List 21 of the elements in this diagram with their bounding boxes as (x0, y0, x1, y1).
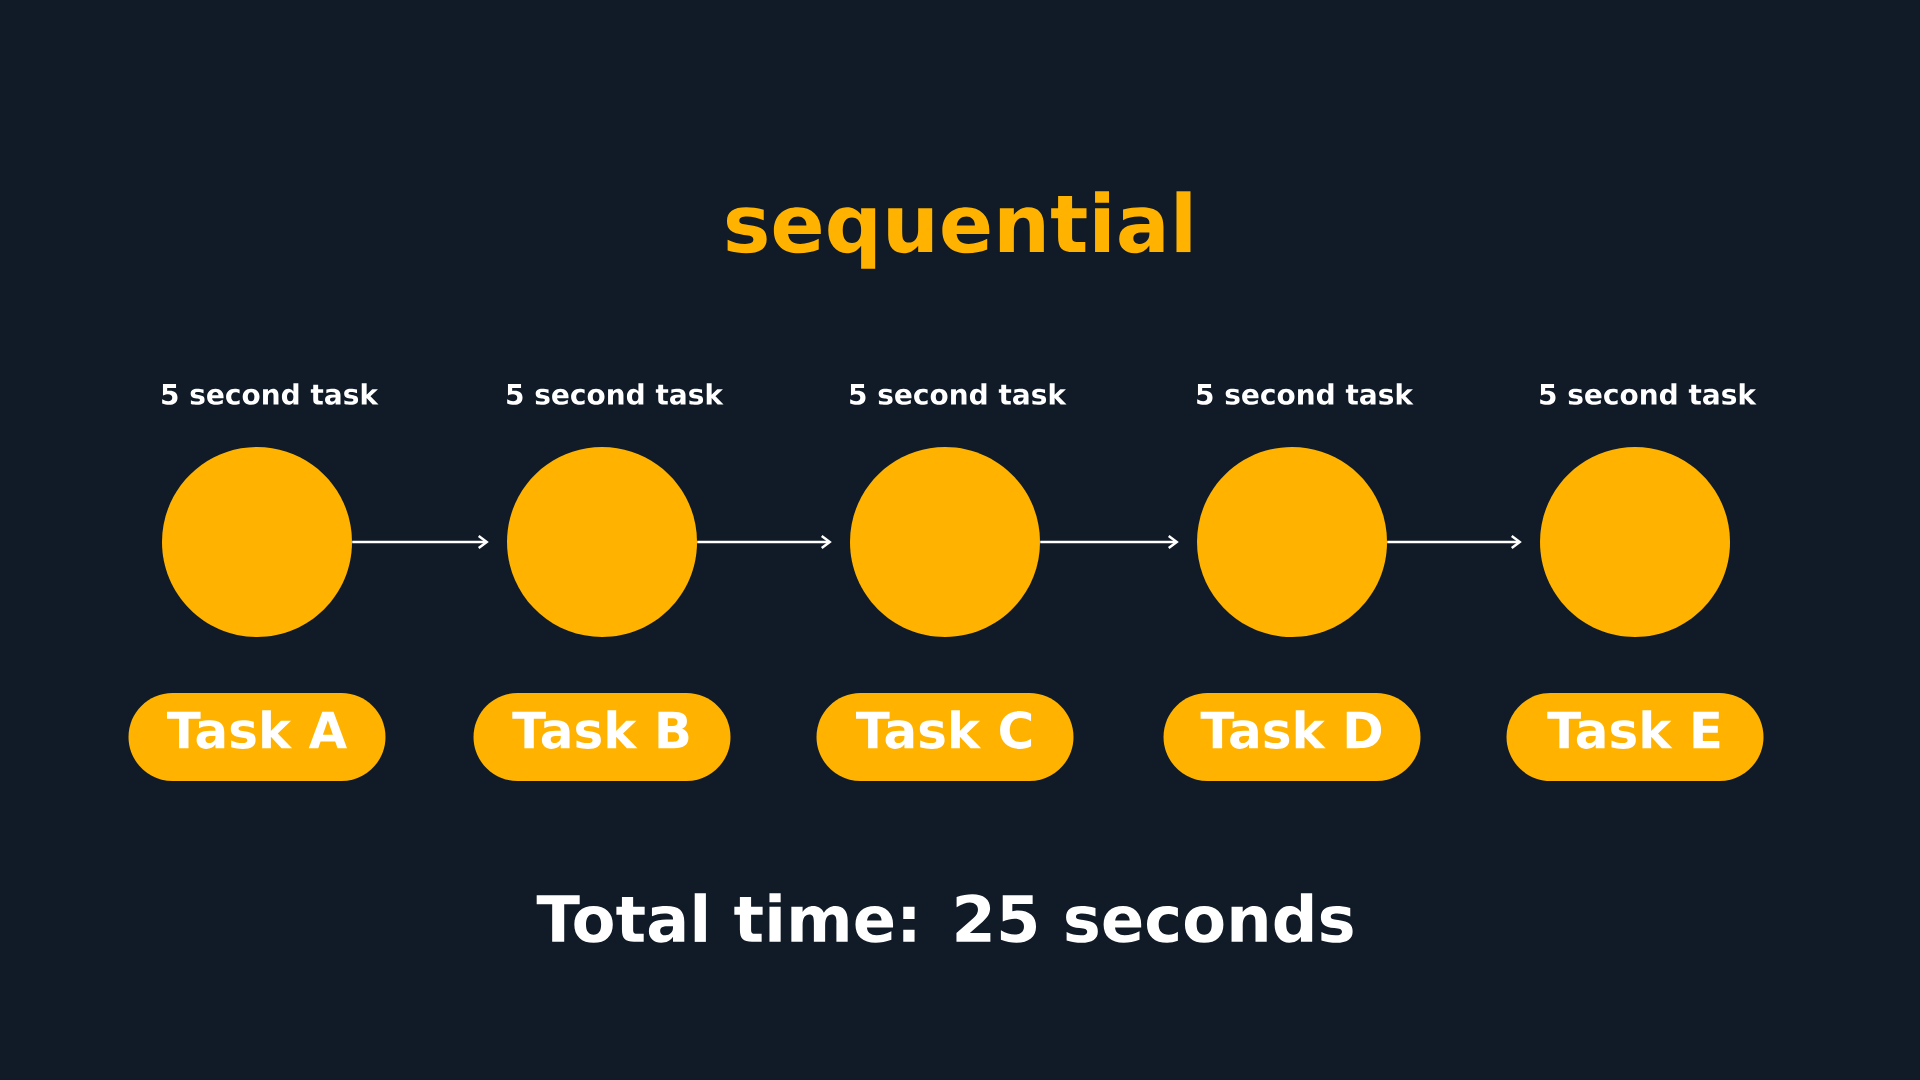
duration-label: 5 second task (850, 383, 1067, 405)
duration-label: 5 second task (507, 383, 724, 405)
task-circle (1540, 447, 1730, 637)
duration-label: 5 second task (1540, 383, 1757, 405)
arrow (1387, 535, 1522, 549)
task-pill: Task E (1506, 693, 1764, 781)
task-pill: Task D (1163, 693, 1421, 781)
task-circle (507, 447, 697, 637)
title: sequential (726, 191, 1191, 269)
task-circle (850, 447, 1040, 637)
total-time-text: Total time: 25 seconds (536, 893, 1353, 943)
task-circle (162, 447, 352, 637)
task-pill: Task B (473, 693, 731, 781)
arrow (352, 535, 489, 549)
duration-label: 5 second task (1197, 383, 1414, 405)
arrow (697, 535, 832, 549)
task-pill: Task A (128, 693, 386, 781)
arrow (1040, 535, 1179, 549)
task-circle (1197, 447, 1387, 637)
duration-label: 5 second task (162, 383, 379, 405)
task-pill: Task C (816, 693, 1074, 781)
